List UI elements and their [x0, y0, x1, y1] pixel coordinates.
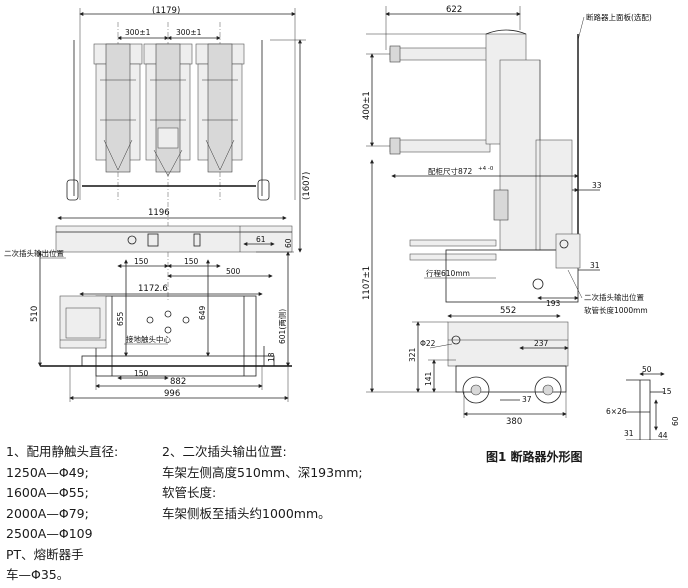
label-top-panel: 断路器上面板(选配): [586, 12, 652, 22]
dim-detail-44: 44: [658, 431, 668, 440]
dim-detail-6x26: 6×26: [606, 407, 627, 416]
dim-detail-60: 60: [671, 416, 680, 426]
dim-18: 18: [267, 352, 276, 362]
note-line: 2500A—Φ109: [6, 526, 93, 541]
dim-380: 380: [506, 417, 522, 427]
note-line: 2、二次插头输出位置:: [162, 444, 287, 459]
dim-552: 552: [500, 306, 516, 316]
dim-overall-width: (1179): [152, 6, 180, 16]
note-line: PT、熔断器手: [6, 546, 84, 562]
dim-601: 601(两侧): [277, 309, 287, 344]
dim-510: 510: [30, 306, 40, 322]
dim-872: 配柜尺寸872: [428, 166, 473, 176]
dim-237: 237: [534, 339, 549, 348]
dim-150-c: 150: [134, 369, 149, 378]
dim-1107: 1107±1: [362, 266, 372, 300]
label-contact-center: 接地触头中心: [126, 334, 171, 344]
dim-detail-31: 31: [624, 429, 634, 438]
figure-caption: 图1 断路器外形图: [486, 450, 583, 464]
note-line: 1600A—Φ55;: [6, 485, 89, 500]
note-line: 车架左侧高度510mm、深193mm;: [162, 464, 363, 480]
side-view: 622 断路器上面板(选配) 400±1 配柜尺寸872 +4 -0 33: [362, 5, 652, 427]
pole-middle: [143, 43, 193, 177]
notes-left: 1、配用静触头直径: 1250A—Φ49; 1600A—Φ55; 2000A—Φ…: [6, 442, 118, 586]
pole-right: [195, 43, 245, 173]
dim-882: 882: [170, 377, 186, 387]
dim-622: 622: [446, 5, 462, 15]
dim-pitch-left: 300±1: [125, 28, 151, 37]
dim-400: 400±1: [362, 91, 372, 120]
dim-37: 37: [522, 395, 532, 404]
label-stroke: 行程610mm: [426, 268, 470, 278]
dim-1172: 1172.6: [138, 284, 168, 294]
note-line: 1、配用静触头直径:: [6, 444, 119, 459]
dim-pitch-right: 300±1: [176, 28, 202, 37]
dim-61: 61: [256, 235, 266, 244]
dim-150-a: 150: [134, 257, 149, 266]
front-view: (1179) 300±1 300±1: [4, 6, 312, 402]
dim-500: 500: [226, 267, 241, 276]
dim-193: 193: [546, 299, 561, 308]
dim-150-b: 150: [184, 257, 199, 266]
dim-655: 655: [116, 311, 125, 326]
label-secondary-plug-front: 二次插头输出位置: [4, 248, 64, 258]
dim-33: 33: [592, 181, 602, 190]
dim-31: 31: [590, 261, 600, 270]
pole-left: [93, 43, 143, 173]
dim-height-1607: (1607): [302, 172, 312, 200]
dim-detail-50: 50: [642, 365, 652, 374]
dim-649: 649: [198, 305, 207, 320]
label-secondary-plug-side: 二次插头输出位置: [584, 292, 644, 302]
breaker-outline-drawing: (1179) 300±1 300±1: [4, 5, 680, 440]
dim-996: 996: [164, 389, 180, 399]
note-line: 车架侧板至插头约1000mm。: [162, 505, 331, 521]
dim-872-tolerance: +4 -0: [478, 166, 494, 172]
detail-view: 50 15 6×26 60 31 44: [606, 365, 680, 440]
note-line: 软管长度:: [162, 485, 217, 500]
dim-detail-15: 15: [662, 387, 672, 396]
dim-phi22: Φ22: [420, 339, 436, 348]
label-hose-length: 软管长度1000mm: [584, 305, 648, 315]
dim-141: 141: [424, 371, 433, 386]
dim-321: 321: [408, 347, 417, 362]
note-line: 1250A—Φ49;: [6, 464, 89, 480]
dim-width-1196: 1196: [148, 208, 170, 218]
note-line: 2000A—Φ79;: [6, 505, 89, 521]
notes-right: 2、二次插头输出位置: 车架左侧高度510mm、深193mm; 软管长度: 车架…: [162, 442, 363, 524]
dim-60: 60: [284, 238, 293, 248]
note-line: 车—Φ35。: [6, 567, 70, 582]
